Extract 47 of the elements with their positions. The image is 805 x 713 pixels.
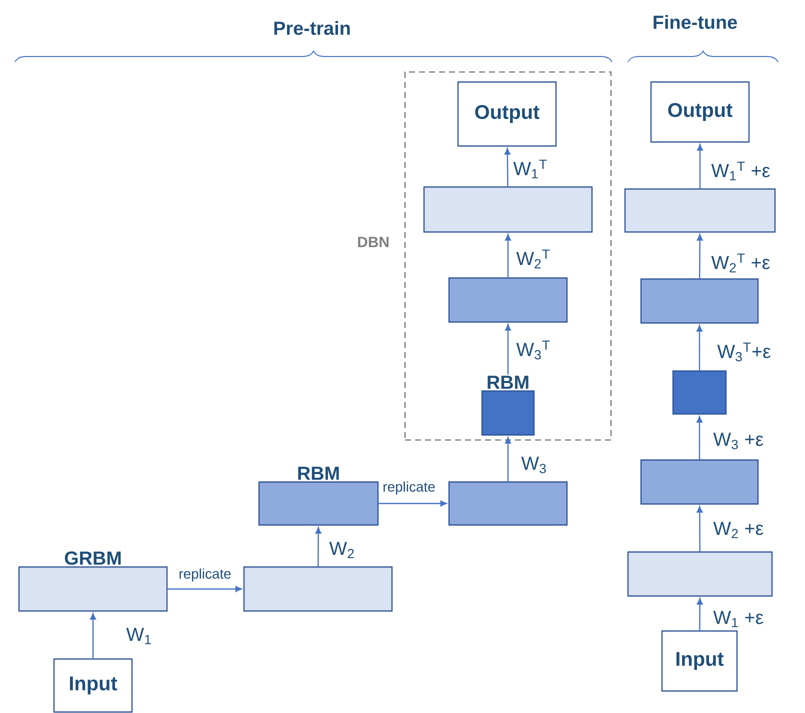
arrow (378, 500, 447, 506)
layer-box (243, 566, 393, 612)
edge-label: W$_{3}$$^{T}$+ε (717, 342, 771, 362)
layer-box (448, 481, 568, 526)
arrow (168, 586, 242, 592)
edge-label: W$_{2}$ +ε (713, 522, 764, 538)
section-title: Fine-tune (654, 15, 737, 29)
arrow (696, 416, 702, 460)
edge-label: W$_{2}$$^{T}$ +ε (711, 254, 770, 272)
section-title: Pre-train (274, 21, 350, 35)
layer-box (448, 277, 568, 323)
edge-label: replicate (180, 568, 231, 582)
edge-label: W$_{1}$$^{T}$ +ε (711, 162, 770, 180)
group-label: DBN (358, 236, 388, 248)
arrow (697, 144, 703, 188)
layer-box: Input (661, 630, 738, 692)
edge-label: W$_{2}$T (516, 250, 550, 268)
edge-label: W$_{1}$ +ε (713, 610, 764, 628)
edge-label: W$_{3}$T (516, 340, 550, 360)
edge-label: W$_{3}$ +ε (713, 432, 764, 450)
layer-box (627, 551, 773, 597)
edge-label: W$_{1}$T (513, 160, 547, 178)
arrow (504, 148, 510, 186)
arrow (696, 506, 703, 552)
arrow (696, 598, 703, 630)
layer-title: RBM (298, 466, 339, 480)
arrow (696, 234, 703, 278)
layer-box (672, 370, 727, 415)
layer-box (624, 188, 776, 233)
layer-title: GRBM (64, 551, 121, 565)
arrow (505, 324, 511, 375)
arrow (505, 437, 511, 482)
edge-label: replicate (384, 481, 435, 494)
layer-title: RBM (488, 376, 528, 389)
layer-box (640, 459, 759, 505)
layer-box: Output (457, 81, 557, 147)
arrow (90, 613, 96, 658)
edge-label: W$_{2}$ (329, 542, 354, 558)
arrow (696, 325, 702, 370)
arrow (315, 527, 322, 566)
edge-label: W$_{1}$ (126, 628, 151, 644)
layer-box: Input (53, 658, 133, 713)
edge-label: W$_{3}$ (521, 456, 546, 474)
layer-box: Output (650, 81, 750, 143)
layer-box (640, 278, 759, 324)
arrow (505, 234, 511, 278)
layer-box (423, 186, 593, 233)
